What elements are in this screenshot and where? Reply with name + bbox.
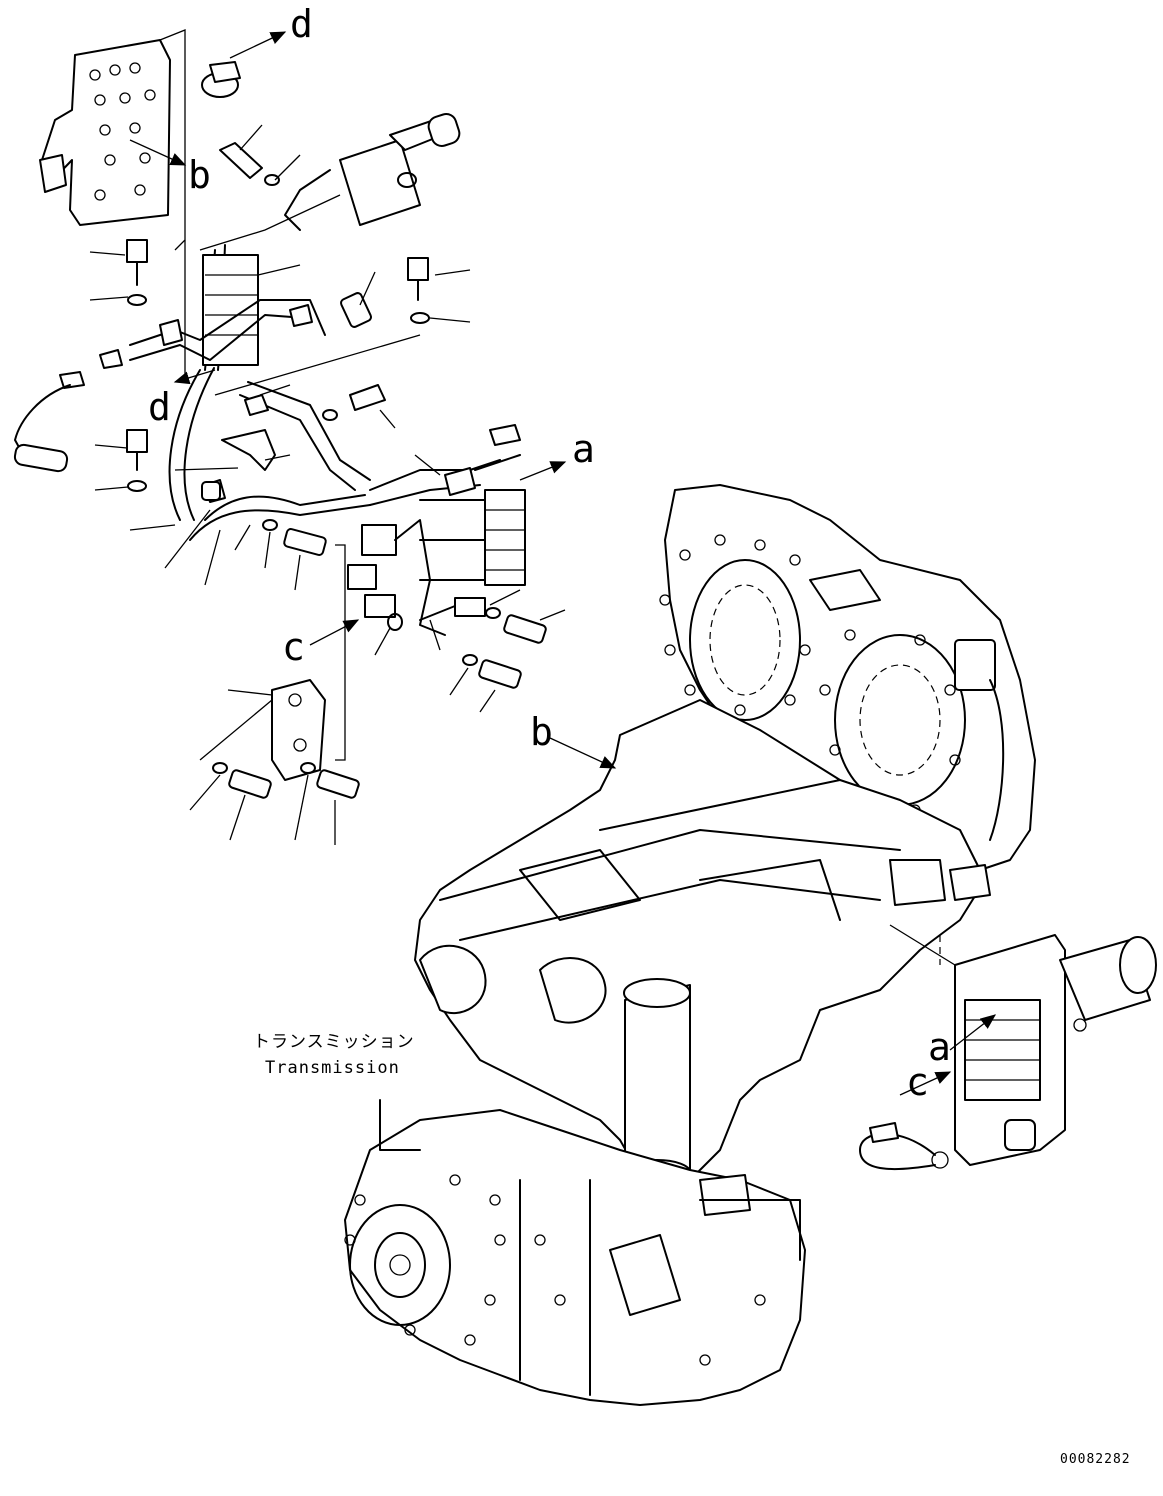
label-d-top: d: [290, 2, 313, 46]
label-a-right: a: [928, 1025, 951, 1069]
mounting-bracket: [201, 481, 547, 799]
label-b-mid: b: [530, 710, 553, 754]
reference-number: 00082282: [1060, 1452, 1131, 1467]
connector-bundle: [347, 489, 526, 636]
label-c-right: c: [906, 1060, 929, 1104]
hose-clip-part: [201, 61, 241, 98]
wiring-harness: [13, 244, 521, 541]
transmission-body: [344, 484, 1036, 1406]
caption-japanese: トランスミッション: [253, 1032, 415, 1052]
control-valve: [39, 29, 186, 251]
reference-arrows: [129, 31, 997, 1096]
label-a-mid: a: [572, 427, 595, 471]
label-d-mid: d: [148, 385, 171, 429]
control-valve-installed: [859, 924, 1157, 1171]
caption-english: Transmission: [265, 1058, 400, 1078]
label-c-mid: c: [282, 625, 305, 669]
leader-lines: [89, 124, 566, 845]
label-b-top: b: [188, 153, 211, 197]
bolt-group-top: [126, 142, 430, 492]
solenoid-valve-part: [284, 113, 461, 231]
guide-lines: [184, 194, 421, 761]
